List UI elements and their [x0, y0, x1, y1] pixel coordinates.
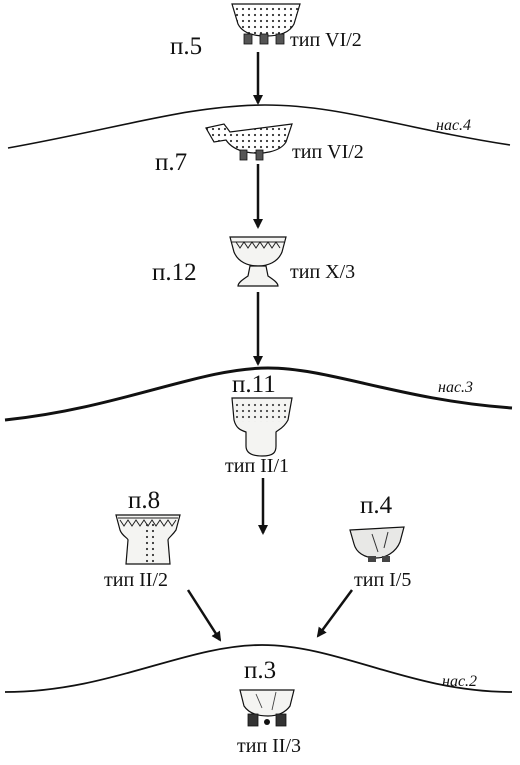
- vessel-p3-image: [239, 689, 295, 727]
- type-label-p4: тип I/5: [354, 569, 412, 591]
- layer-label-4: нас.4: [436, 117, 472, 134]
- type-label-p5: тип VI/2: [290, 29, 362, 51]
- type-label-p11: тип II/1: [225, 455, 290, 477]
- vessel-p11-image: [231, 397, 293, 457]
- vessel-p12-image: [229, 236, 287, 287]
- pit-label-p8: п.8: [128, 487, 161, 514]
- layer-label-3: нас.3: [438, 379, 474, 396]
- type-label-p7: тип VI/2: [292, 141, 364, 163]
- arrow-p4-to-p3: [316, 589, 354, 638]
- layer-label-2: нас.2: [442, 673, 478, 690]
- pit-label-p12: п.12: [152, 259, 197, 286]
- arrow-p8-to-p3: [186, 589, 222, 642]
- pit-label-p5: п.5: [170, 33, 203, 60]
- type-label-p3: тип II/3: [237, 735, 302, 757]
- vessel-p8-image: [115, 514, 181, 565]
- layer-line-4: [7, 104, 511, 149]
- pit-label-p7: п.7: [155, 149, 188, 176]
- vessel-p5-image: [231, 3, 301, 45]
- pit-label-p3: п.3: [244, 657, 277, 684]
- pit-label-p4: п.4: [360, 492, 393, 519]
- type-label-p8: тип II/2: [104, 569, 169, 591]
- vessel-p7-image: [205, 123, 293, 161]
- layer-line-3: [4, 366, 513, 422]
- pit-label-p11: п.11: [232, 371, 276, 398]
- type-label-p12: тип X/3: [290, 261, 356, 283]
- vessel-p4-image: [349, 526, 405, 562]
- layer-line-2: [4, 644, 513, 693]
